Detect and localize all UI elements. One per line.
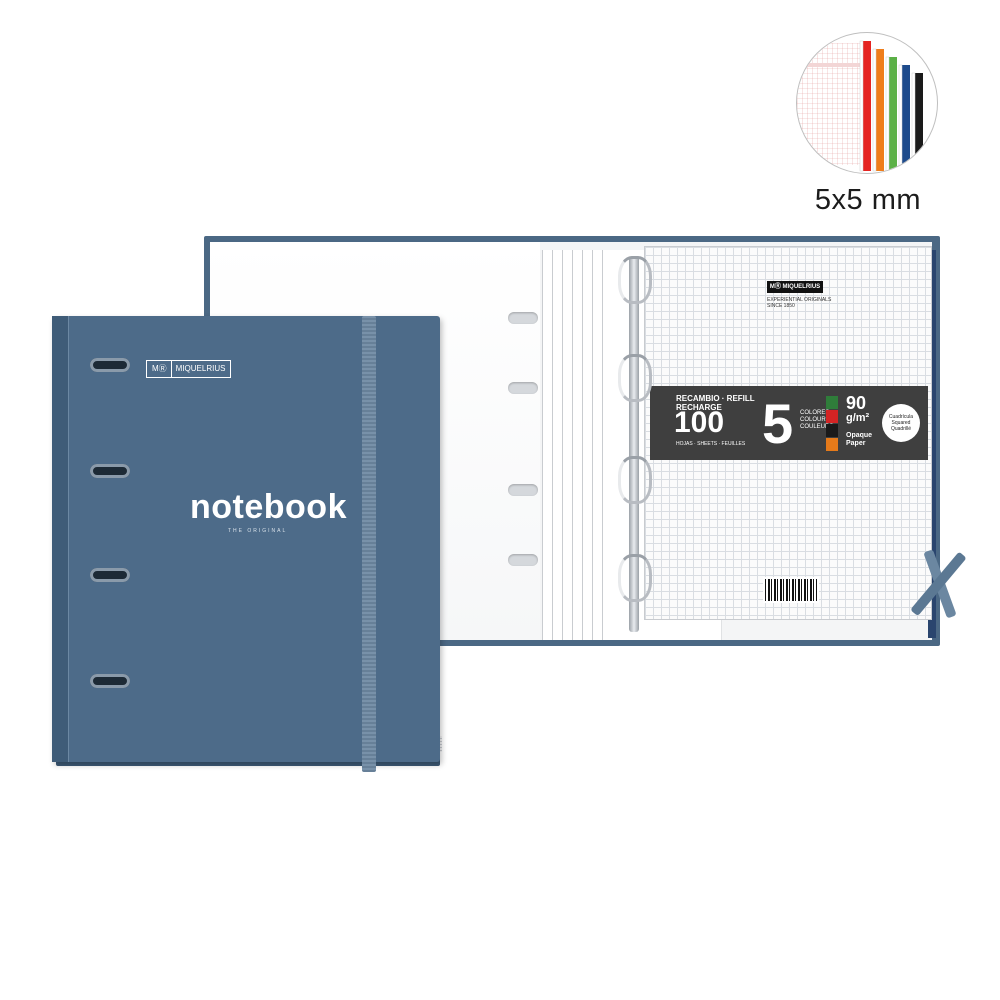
binder-ring [618, 256, 652, 304]
cover-title: notebook [190, 488, 347, 526]
colour-bar-black [826, 424, 838, 437]
swatch-graphic [797, 40, 923, 172]
colour-count: 5 [762, 392, 794, 455]
grid-size-caption: 5x5 mm [814, 184, 922, 216]
cover-slot [508, 382, 538, 394]
colour-bar-green [826, 396, 838, 409]
ring-hole [90, 464, 130, 478]
swatch-color-bar [902, 65, 910, 171]
swatch-page-edge [898, 64, 903, 172]
cover-slot [508, 484, 538, 496]
sheet-count: 100 [674, 406, 725, 439]
binder-ring [618, 456, 652, 504]
swatch-grid-sheet [797, 43, 861, 165]
swatch-header-line [801, 63, 861, 67]
swatch-color-bar [876, 49, 884, 171]
spine [52, 316, 69, 762]
cover-subtitle: THE ORIGINAL [228, 528, 288, 534]
colored-page-edge [928, 250, 936, 638]
elastic-band [362, 316, 376, 772]
swatch-color-bar [915, 73, 923, 171]
paper-type: Opaque Paper [846, 432, 873, 447]
colour-count-label: COLORES COLOURS COULEURS [800, 410, 834, 430]
barcode [763, 577, 819, 603]
swatch-color-bar [889, 57, 897, 171]
refill-logo: MⓇ MIQUELRIUS [767, 281, 823, 293]
ring-hole [90, 358, 130, 372]
squared-badge: Cuadrícula Squared Quadrillé [882, 404, 920, 442]
binder-ring [618, 354, 652, 402]
swatch-color-bar [863, 41, 871, 171]
swatch-circle [796, 32, 938, 174]
ring-hole [90, 568, 130, 582]
refill-label-band: RECAMBIO · REFILL RECHARGE 100 HOJAS · S… [650, 386, 928, 460]
swatch-page-edge [859, 40, 864, 172]
colour-bars [826, 396, 838, 451]
cover-slot [508, 312, 538, 324]
refill-recambio-label: RECAMBIO · REFILL RECHARGE [676, 394, 755, 412]
brand-mark: MⓇ [152, 361, 172, 377]
swatch-page-edge [885, 56, 890, 172]
front-cover [52, 316, 440, 762]
cover-slot [508, 554, 538, 566]
paper-weight: 90 [846, 393, 867, 413]
binder-ring [618, 554, 652, 602]
colour-bar-orange [826, 438, 838, 451]
sheet-count-label: HOJAS · SHEETS · FEUILLES [676, 441, 746, 447]
ring-mechanism-bar [629, 256, 639, 632]
paper-swatch [796, 32, 938, 174]
brand-name: MIQUELRIUS [175, 364, 226, 373]
ring-hole [90, 674, 130, 688]
paper-weight-unit: g/m² [846, 412, 870, 424]
refill-tagline: EXPERIENTIAL ORIGINALS SINCE 1850 [767, 297, 832, 309]
swatch-page-edge [911, 72, 916, 172]
colour-bar-red [826, 410, 838, 423]
open-binder: MⓇ MIQUELRIUS EXPERIENTIAL ORIGINALS SIN… [204, 236, 967, 656]
swatch-page-edge [872, 48, 877, 172]
